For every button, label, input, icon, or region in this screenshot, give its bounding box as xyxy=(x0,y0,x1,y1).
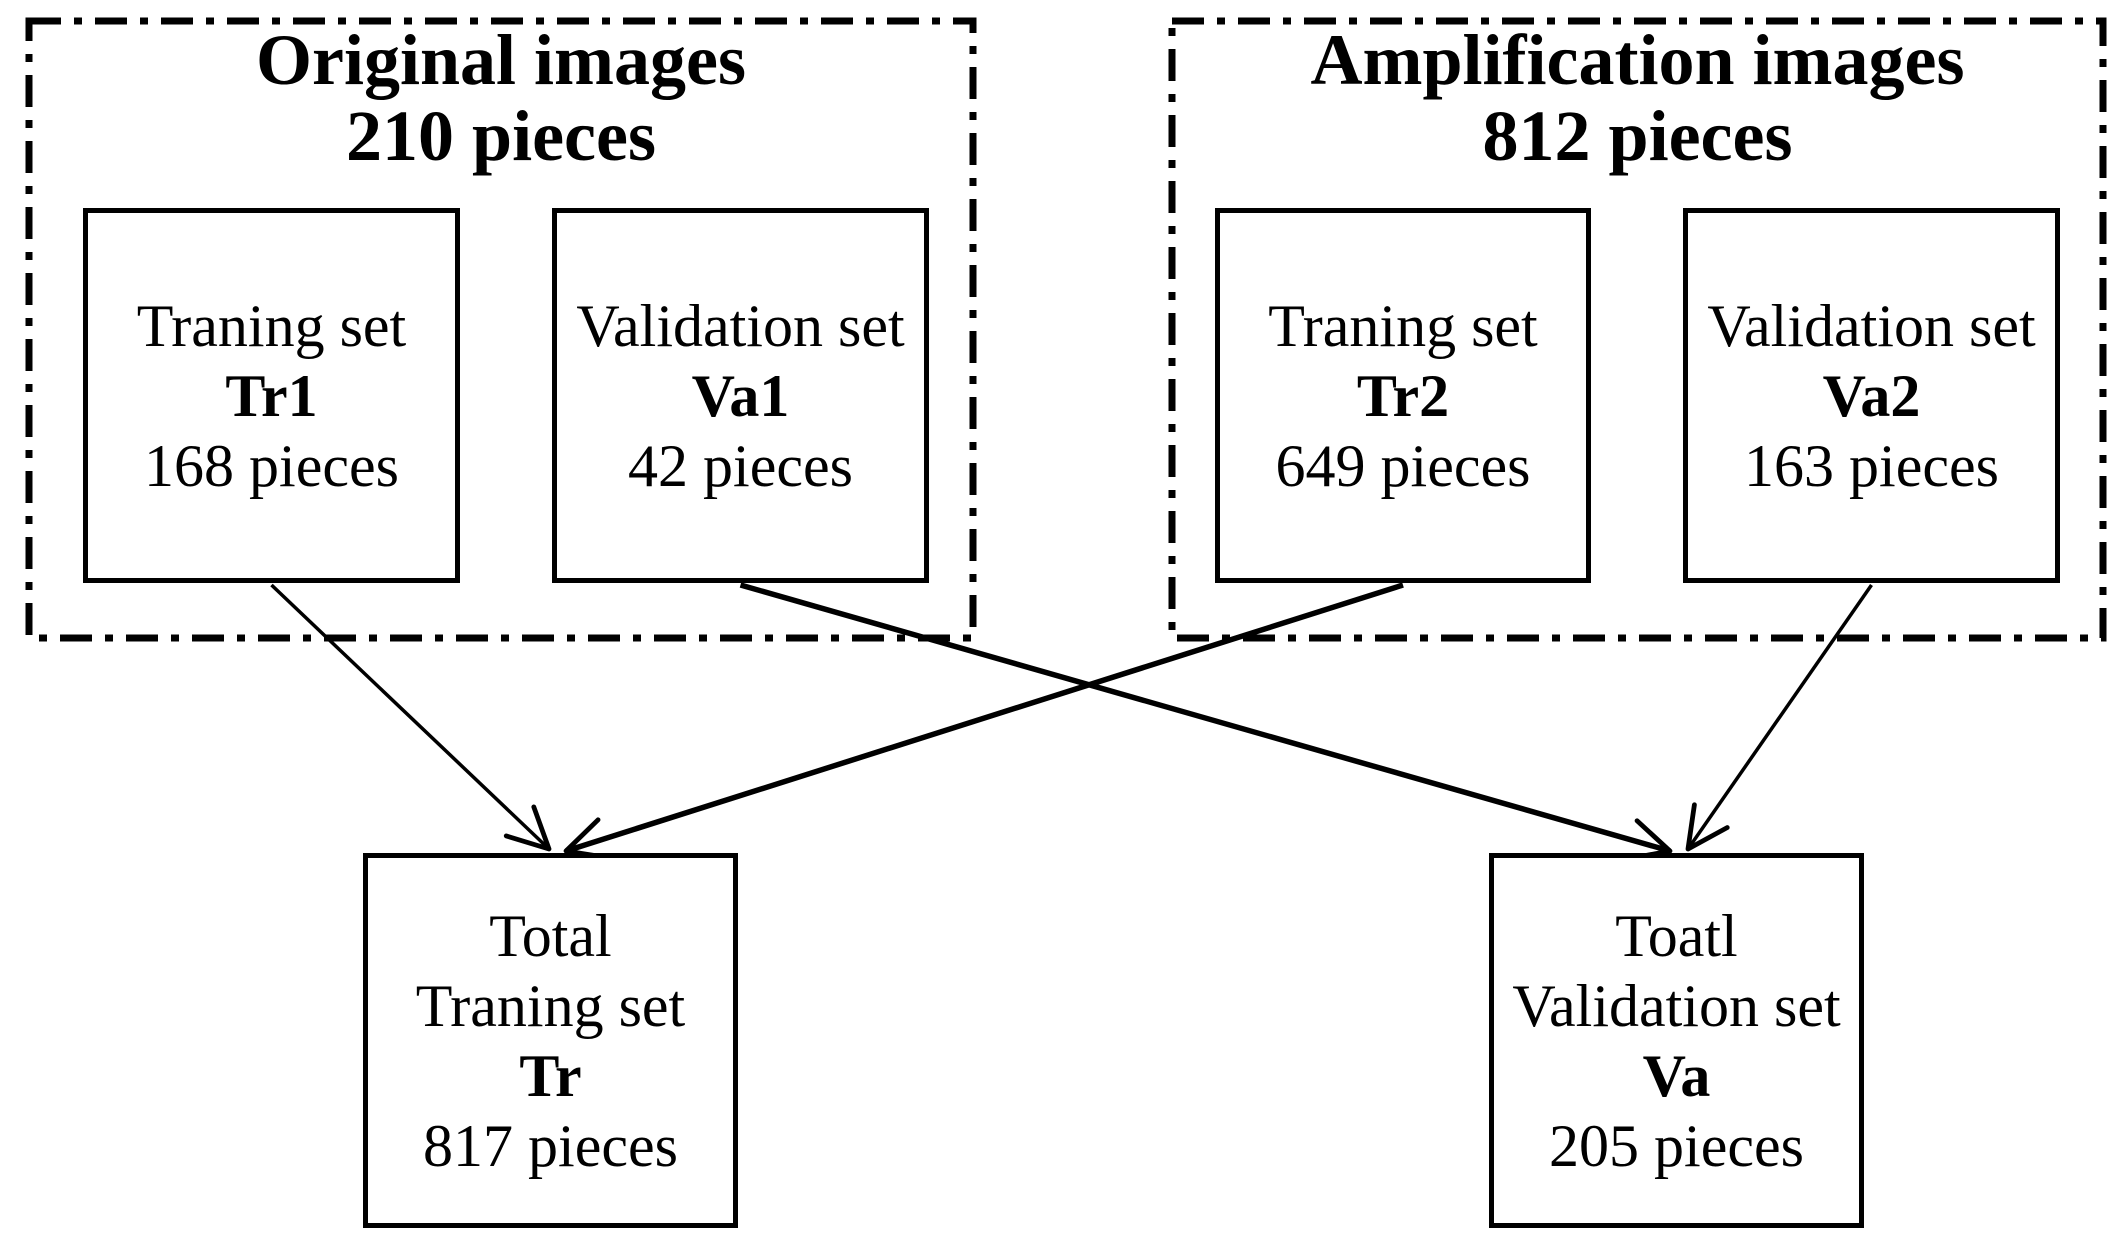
arrow-va2-to-total-validation xyxy=(1685,584,1873,852)
amplification-images-group-title: Amplification images 812 pieces xyxy=(1172,22,2103,174)
total-count: 817 pieces xyxy=(423,1112,678,1179)
group-title-count: 812 pieces xyxy=(1482,96,1793,176)
total-code: Tr xyxy=(519,1042,582,1109)
set-code: Tr2 xyxy=(1356,362,1450,429)
set-count: 42 pieces xyxy=(628,432,853,499)
set-code: Va1 xyxy=(691,362,790,429)
set-label: Traning set xyxy=(136,292,407,359)
group-title-count: 210 pieces xyxy=(346,96,656,176)
total-label-line1: Toatl xyxy=(1615,902,1738,969)
original-images-group-border xyxy=(25,17,977,642)
arrow-va1-to-total-validation xyxy=(739,582,1673,862)
total-validation-set-box: Toatl Validation set Va 205 pieces xyxy=(1489,853,1864,1228)
arrow-tr1-to-total-training xyxy=(270,583,552,852)
total-training-set-box: Total Traning set Tr 817 pieces xyxy=(363,853,738,1228)
training-set-tr1-box: Traning set Tr1 168 pieces xyxy=(83,208,460,583)
set-count: 163 pieces xyxy=(1744,432,1999,499)
set-code: Tr1 xyxy=(225,362,318,429)
total-label-line2: Validation set xyxy=(1512,972,1841,1039)
original-images-group-title: Original images 210 pieces xyxy=(29,22,973,174)
group-title-line: Amplification images xyxy=(1310,20,1965,100)
total-label-line1: Total xyxy=(489,902,612,969)
amplification-images-group-border xyxy=(1168,17,2107,642)
set-label: Traning set xyxy=(1268,292,1538,359)
set-label: Validation set xyxy=(576,292,905,359)
total-label-line2: Traning set xyxy=(415,972,686,1039)
total-count: 205 pieces xyxy=(1549,1112,1804,1179)
set-label: Validation set xyxy=(1707,292,2036,359)
set-count: 168 pieces xyxy=(144,432,399,499)
training-set-tr2-box: Traning set Tr2 649 pieces xyxy=(1215,208,1591,583)
total-code: Va xyxy=(1642,1042,1711,1109)
group-title-line: Original images xyxy=(256,20,746,100)
arrow-tr2-to-total-training xyxy=(563,582,1404,861)
validation-set-va1-box: Validation set Va1 42 pieces xyxy=(552,208,929,583)
set-code: Va2 xyxy=(1822,362,1921,429)
validation-set-va2-box: Validation set Va2 163 pieces xyxy=(1683,208,2060,583)
set-count: 649 pieces xyxy=(1275,432,1531,499)
